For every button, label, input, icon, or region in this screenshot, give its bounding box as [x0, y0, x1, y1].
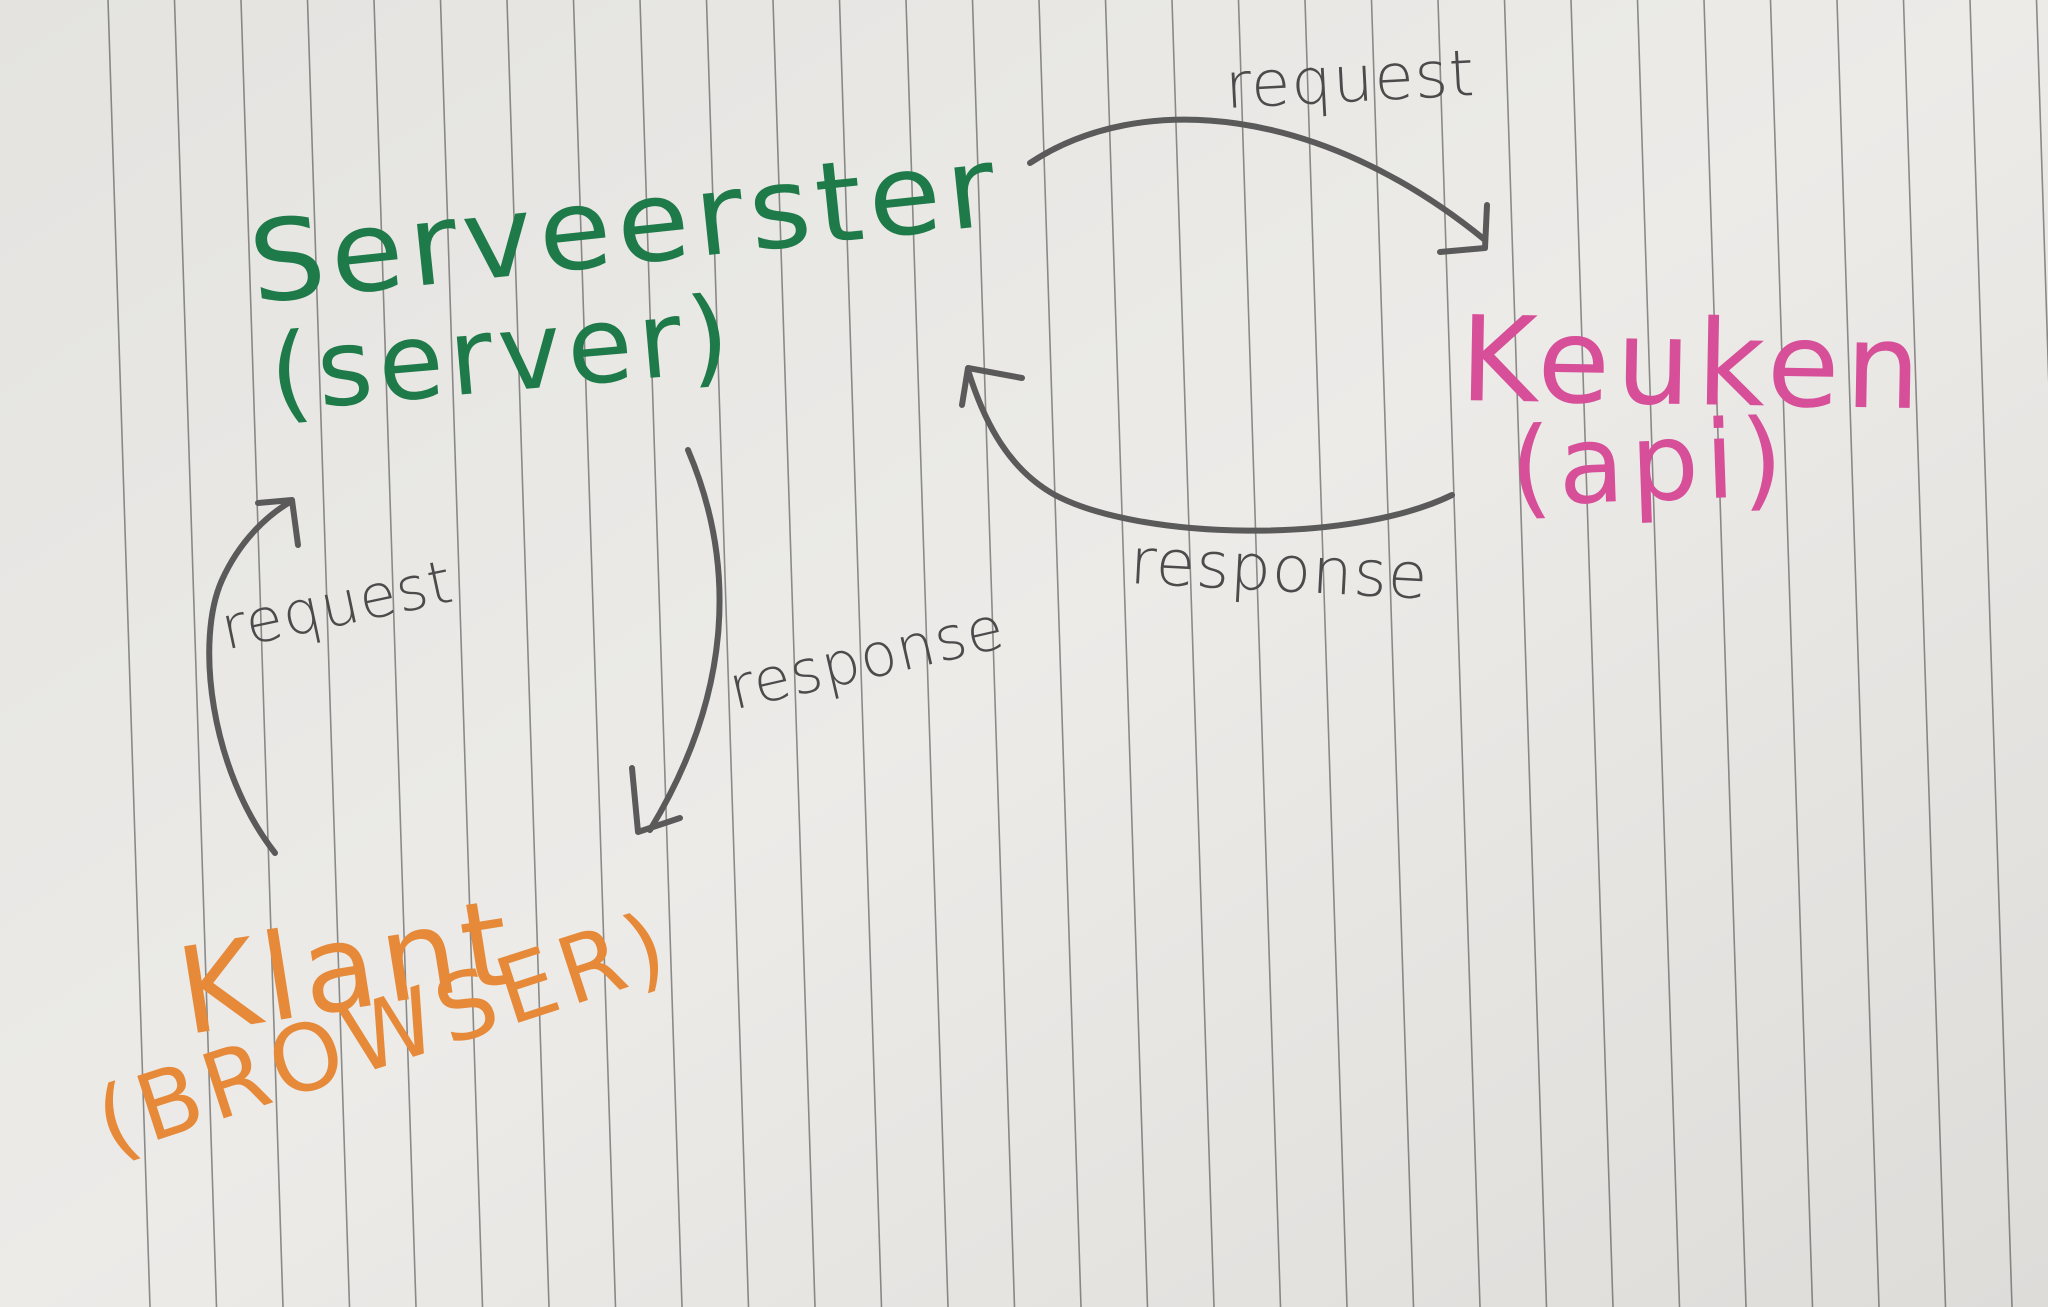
kitchen-node-role: (api) [1507, 396, 1792, 531]
arrow-kitchen-to-server [965, 367, 1455, 534]
ruled-line [506, 0, 550, 1307]
edge-label-kitchen-to-server: response [1128, 525, 1431, 615]
edge-label-server-to-kitchen: request [1223, 36, 1477, 124]
arrow-server-to-kitchen [1027, 116, 1488, 243]
ruled-line [1370, 0, 1415, 1307]
ruled-line [1237, 0, 1282, 1307]
ruled-line [705, 0, 750, 1307]
arrowhead-server-to-kitchen [1437, 202, 1490, 255]
ruled-line [1171, 0, 1215, 1307]
ruled-line [2035, 0, 2048, 383]
arrow-client-to-server [206, 499, 293, 856]
ruled-line [905, 0, 949, 1307]
ruled-line [639, 0, 683, 1307]
ruled-line [439, 0, 484, 1307]
arrowhead-kitchen-to-server [959, 365, 1025, 408]
ruled-line [772, 0, 816, 1307]
arrowhead-client-to-server [255, 497, 301, 548]
ruled-line [1636, 0, 1681, 1307]
ruled-line [1570, 0, 1614, 1307]
ruled-line [306, 0, 351, 1307]
ruled-line [1969, 0, 2013, 1307]
ruled-line [240, 0, 284, 1307]
ruled-line [572, 0, 617, 1307]
ruled-line [1902, 0, 1947, 1307]
ruled-line [1437, 0, 1481, 1307]
ruled-line [1703, 0, 1747, 1307]
ruled-line [971, 0, 1016, 1307]
ruled-line [173, 0, 218, 1307]
ruled-line [1769, 0, 1814, 1307]
ruled-line [1104, 0, 1149, 1307]
ruled-line [373, 0, 417, 1307]
ruled-line [107, 0, 151, 1307]
arrowhead-server-to-client [629, 765, 683, 835]
ruled-line [1038, 0, 1082, 1307]
ruled-line [838, 0, 883, 1307]
ruled-lines [107, 0, 2048, 1307]
ruled-line [1503, 0, 1548, 1307]
arrow-server-to-client [647, 447, 723, 833]
ruled-line [1836, 0, 1880, 1307]
ruled-line [1304, 0, 1348, 1307]
